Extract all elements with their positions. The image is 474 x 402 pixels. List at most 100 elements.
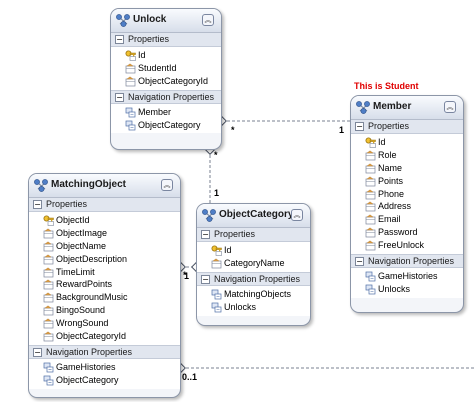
collapse-button[interactable]: ︽ xyxy=(444,101,456,113)
property-name: Id xyxy=(224,245,232,255)
property-name: Phone xyxy=(378,188,405,199)
property-row[interactable]: Id xyxy=(111,49,221,62)
entity-header[interactable]: Member ︽ xyxy=(351,96,463,120)
mult-unlock-member-star: * xyxy=(231,125,235,135)
navigation-section-header[interactable]: − Navigation Properties xyxy=(197,271,310,286)
property-name: Id xyxy=(378,137,386,147)
navigation-row[interactable]: Member xyxy=(111,106,221,119)
navigation-name: Unlocks xyxy=(224,301,257,312)
property-icon xyxy=(43,241,54,252)
property-row[interactable]: TimeLimit xyxy=(29,266,180,279)
property-row[interactable]: Phone xyxy=(351,188,463,201)
property-row[interactable]: Id xyxy=(351,136,463,149)
property-name: FreeUnlock xyxy=(378,240,425,251)
entity-header[interactable]: ObjectCategory ︽ xyxy=(197,204,310,228)
properties-section-header[interactable]: − Properties xyxy=(29,198,180,212)
property-row[interactable]: ObjectName xyxy=(29,240,180,253)
navigation-property-icon xyxy=(125,107,136,118)
navigation-row[interactable]: ObjectCategory xyxy=(29,374,180,387)
property-row[interactable]: ObjectDescription xyxy=(29,253,180,266)
property-row[interactable]: Name xyxy=(351,162,463,175)
property-row[interactable]: CategoryName xyxy=(197,257,310,270)
property-row[interactable]: WrongSound xyxy=(29,317,180,330)
property-name: Password xyxy=(378,227,418,238)
navigation-label: Navigation Properties xyxy=(368,256,455,267)
property-name: ObjectDescription xyxy=(56,253,128,264)
property-name: Address xyxy=(378,201,412,212)
property-row[interactable]: ObjectCategoryId xyxy=(111,75,221,88)
mult-matching-zero-one: 0..1 xyxy=(182,372,198,382)
properties-section-header[interactable]: − Properties xyxy=(111,33,221,47)
property-row[interactable]: Address xyxy=(351,200,463,213)
property-row[interactable]: ObjectImage xyxy=(29,227,180,240)
annotation-this-is-student: This is Student xyxy=(354,81,419,91)
navigation-section-header[interactable]: − Navigation Properties xyxy=(351,254,463,269)
navigation-row[interactable]: MatchingObjects xyxy=(197,288,310,301)
properties-label: Properties xyxy=(368,121,410,131)
navigation-row[interactable]: Unlocks xyxy=(197,301,310,314)
properties-label: Properties xyxy=(214,229,256,239)
key-icon xyxy=(125,50,136,61)
property-row[interactable]: Email xyxy=(351,213,463,226)
collapse-section-icon[interactable]: − xyxy=(115,92,124,102)
navigation-name: ObjectCategory xyxy=(138,119,201,130)
navigation-row[interactable]: Unlocks xyxy=(351,283,463,296)
collapse-section-icon[interactable]: − xyxy=(33,347,42,357)
property-icon xyxy=(43,305,54,316)
property-name: BackgroundMusic xyxy=(56,292,128,303)
property-row[interactable]: ObjectCategoryId xyxy=(29,330,180,343)
key-icon xyxy=(211,245,222,256)
properties-section-header[interactable]: − Properties xyxy=(351,120,463,134)
collapse-section-icon[interactable]: − xyxy=(355,122,364,131)
navigation-label: Navigation Properties xyxy=(214,273,301,284)
key-icon xyxy=(365,137,376,148)
collapse-button[interactable]: ︽ xyxy=(291,209,303,221)
properties-section-header[interactable]: − Properties xyxy=(197,228,310,242)
navigation-row[interactable]: GameHistories xyxy=(351,270,463,283)
property-row[interactable]: BingoSound xyxy=(29,304,180,317)
collapse-section-icon[interactable]: − xyxy=(115,35,124,44)
property-icon xyxy=(365,163,376,174)
collapse-section-icon[interactable]: − xyxy=(355,257,364,267)
entity-header[interactable]: MatchingObject ︽ xyxy=(29,174,180,198)
property-name: Role xyxy=(378,149,397,160)
entity-icon xyxy=(202,209,217,223)
property-name: ObjectImage xyxy=(56,227,108,238)
properties-label: Properties xyxy=(46,199,88,209)
property-row[interactable]: Id xyxy=(197,244,310,257)
property-icon xyxy=(125,63,136,74)
collapse-section-icon[interactable]: − xyxy=(201,230,210,239)
collapse-button[interactable]: ︽ xyxy=(202,14,214,26)
property-row[interactable]: Points xyxy=(351,175,463,188)
property-row[interactable]: Role xyxy=(351,149,463,162)
property-row[interactable]: ObjectId xyxy=(29,214,180,227)
property-row[interactable]: FreeUnlock xyxy=(351,239,463,252)
collapse-section-icon[interactable]: − xyxy=(33,200,42,209)
property-name: ObjectName xyxy=(56,240,107,251)
navigation-section-header[interactable]: − Navigation Properties xyxy=(111,89,221,104)
navigation-name: GameHistories xyxy=(56,361,116,372)
navigation-section-header[interactable]: − Navigation Properties xyxy=(29,344,180,359)
navigation-property-icon xyxy=(365,271,376,282)
property-row[interactable]: StudentId xyxy=(111,62,221,75)
property-row[interactable]: BackgroundMusic xyxy=(29,291,180,304)
property-name: Points xyxy=(378,175,404,186)
property-name: StudentId xyxy=(138,62,177,73)
collapse-button[interactable]: ︽ xyxy=(161,179,173,191)
property-name: ObjectCategoryId xyxy=(56,331,127,342)
property-row[interactable]: Password xyxy=(351,226,463,239)
entity-header[interactable]: Unlock ︽ xyxy=(111,9,221,33)
navigation-row[interactable]: GameHistories xyxy=(29,361,180,374)
navigation-row[interactable]: ObjectCategory xyxy=(111,119,221,132)
property-icon xyxy=(43,279,54,290)
collapse-section-icon[interactable]: − xyxy=(201,274,210,284)
property-row[interactable]: RewardPoints xyxy=(29,278,180,291)
entity-icon xyxy=(116,14,131,28)
